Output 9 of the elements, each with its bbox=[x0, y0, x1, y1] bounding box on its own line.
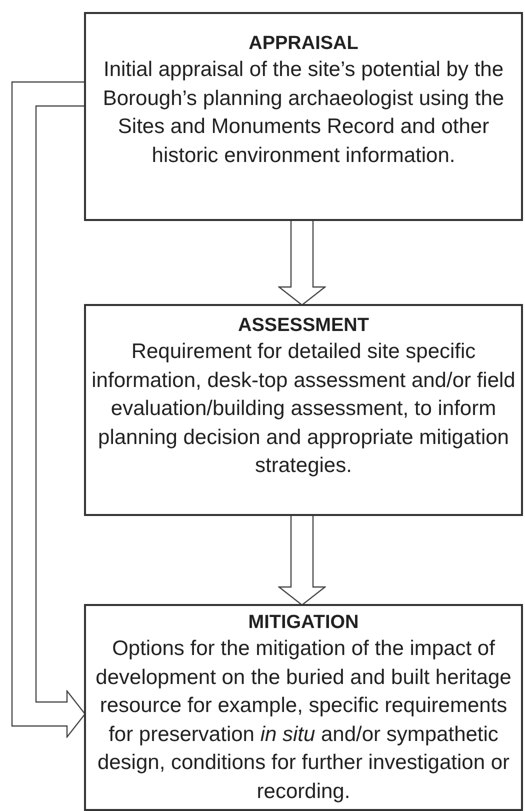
box-description: Options for the mitigation of the impact of development on the buried and built heritage resource for example, specific requirements for preservation in situ and/or sympathetic design, conditions for further investigation or recording. bbox=[94, 636, 512, 804]
process-box bbox=[84, 12, 523, 221]
box-description: Requirement for detailed site specific information, desk-top assessment and/or field evaluation/building assessment, to inform planning decision and appropriate mitigation strategies. bbox=[90, 339, 516, 479]
process-box bbox=[84, 604, 523, 811]
box-heading: ASSESSMENT bbox=[238, 314, 369, 338]
box-heading: MITIGATION bbox=[248, 611, 359, 635]
box-description: Initial appraisal of the site’s potential by the Borough’s planning archaeologist using the Sites and Monuments Record and other historic environment information. bbox=[102, 57, 506, 168]
box-heading: APPRAISAL bbox=[248, 32, 358, 56]
process-box bbox=[84, 304, 523, 516]
